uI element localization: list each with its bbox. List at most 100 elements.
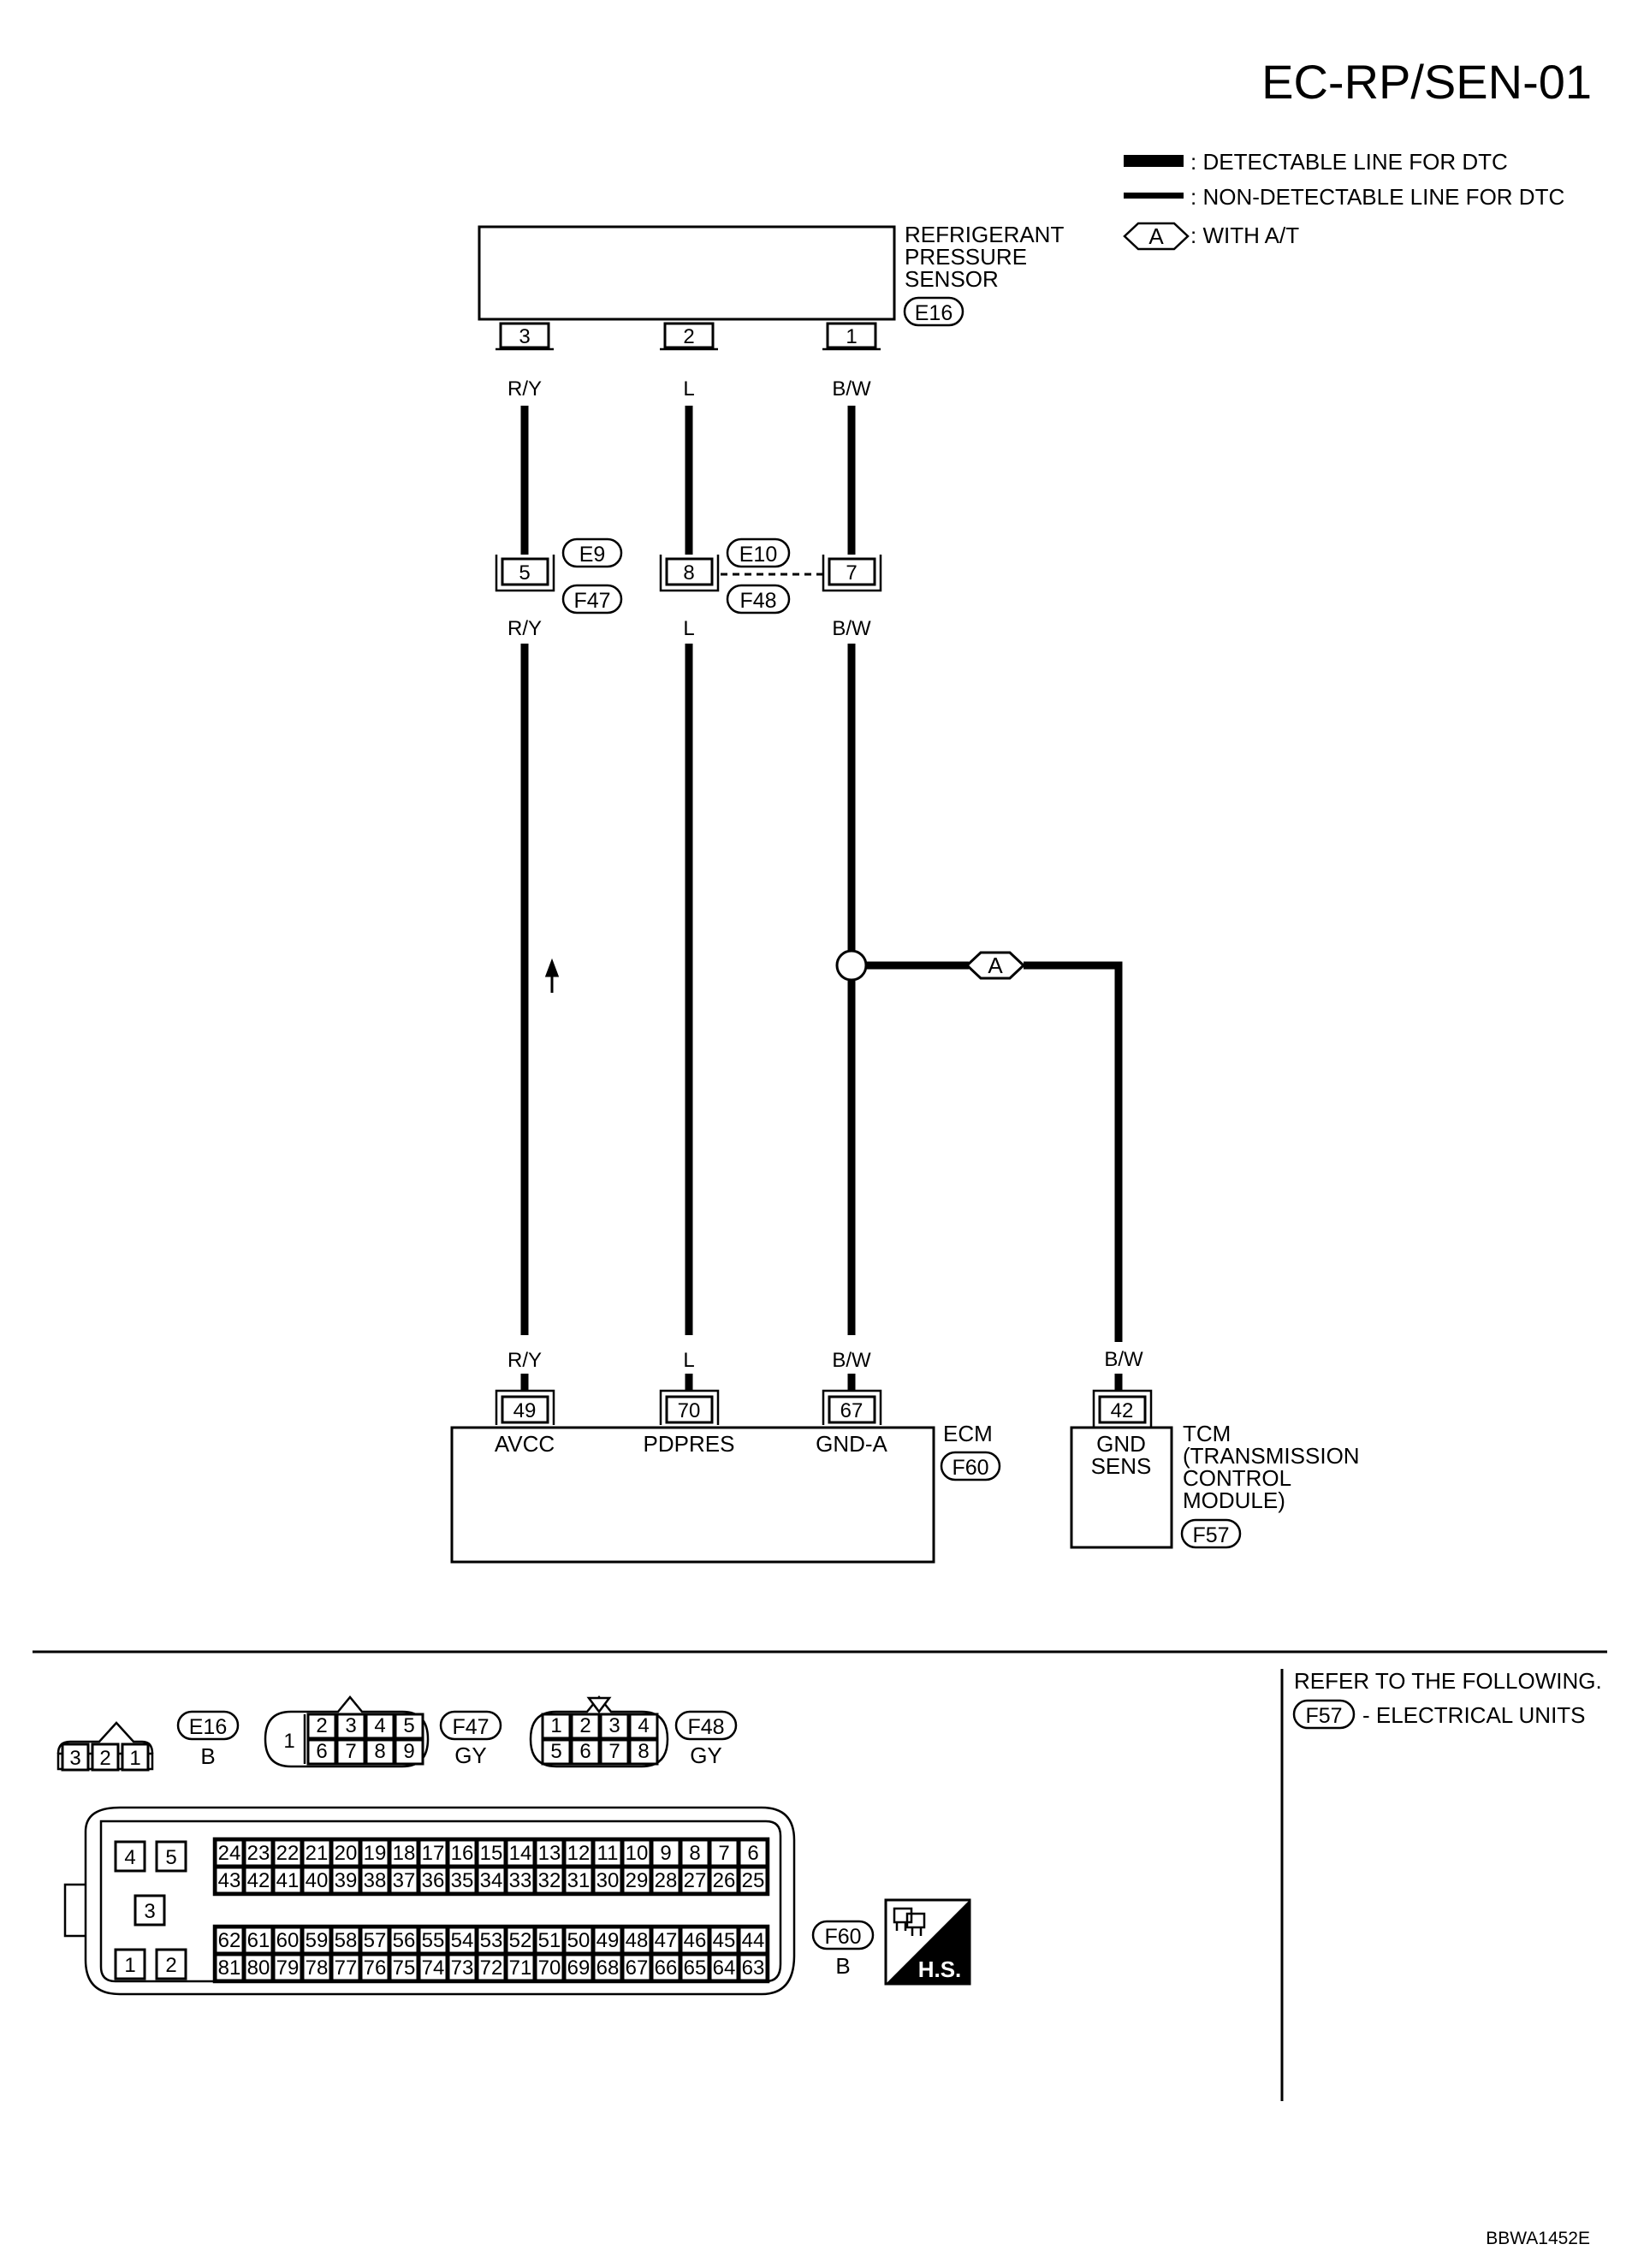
f60-pin-cell-box <box>389 1953 419 1982</box>
f47-pin-cell-box <box>365 1738 395 1766</box>
wire-color-ecm-2: L <box>683 1349 694 1372</box>
f60-pin-cell-box <box>680 1838 710 1867</box>
f60-pin-cell: 6 <box>747 1842 758 1865</box>
connector-tag-f48 <box>726 584 791 614</box>
svg-text:3: 3 <box>144 1900 155 1923</box>
f47-face-color: GY <box>454 1743 487 1768</box>
f60-pin-cell: 68 <box>596 1956 620 1980</box>
f48-pin-cell-box <box>541 1738 572 1766</box>
f60-pin-cell: 71 <box>509 1956 532 1980</box>
ecm-box: AVCC PDPRES GND-A <box>450 1426 935 1564</box>
f60-pin-cell-box <box>214 1866 245 1895</box>
svg-text:1: 1 <box>283 1730 294 1753</box>
f48-pin-cell-box <box>628 1738 659 1766</box>
f47-pin-cell: 6 <box>316 1740 327 1763</box>
svg-text:2: 2 <box>165 1954 176 1977</box>
svg-text:1: 1 <box>124 1954 135 1977</box>
f60-pin-cell-box <box>272 1926 303 1955</box>
f47-pin-cell: 5 <box>403 1714 414 1737</box>
f60-pin-cell: 21 <box>306 1842 329 1865</box>
f60-pin-cell-box <box>330 1866 361 1895</box>
f60-pin-cell: 61 <box>247 1929 270 1952</box>
svg-text:5: 5 <box>519 561 530 585</box>
f60-pin-cell: 58 <box>335 1929 358 1952</box>
f60-pin-cell: 81 <box>218 1956 241 1980</box>
f60-pin-cell: 9 <box>660 1842 671 1865</box>
f60-pin-cell: 54 <box>451 1929 474 1952</box>
f60-pin-cell: 49 <box>596 1929 620 1952</box>
f60-face-id: F60 <box>824 1925 861 1949</box>
f60-pin-cell-box <box>650 1926 681 1955</box>
f60-pin-cell: 48 <box>626 1929 649 1952</box>
f60-pin-cell: 11 <box>597 1842 619 1865</box>
f60-pin-cell: 17 <box>422 1842 445 1865</box>
splice-point <box>835 949 868 982</box>
connector-face-f60: 4 5 3 1 2 <box>63 1806 796 1996</box>
image-id: BBWA1452E <box>1486 2229 1590 2248</box>
f60-pin-cell-box <box>505 1866 536 1895</box>
svg-text:42: 42 <box>1111 1399 1134 1422</box>
f60-pin-cell-box <box>563 1926 594 1955</box>
f47-pin-cell-box <box>335 1738 366 1766</box>
f60-pin-cell-box <box>330 1926 361 1955</box>
f60-pin-cell-box <box>243 1926 274 1955</box>
f60-pin-cell: 52 <box>509 1929 532 1952</box>
f60-pin-cell: 24 <box>218 1842 241 1865</box>
f60-pin-cell-box <box>418 1953 448 1982</box>
f60-pin-cell-box <box>214 1926 245 1955</box>
f60-pin-cell-box <box>680 1926 710 1955</box>
f47-pin-cell-box <box>335 1713 366 1740</box>
non-detectable-line-swatch <box>1124 193 1184 199</box>
f60-pin-cell: 59 <box>306 1929 329 1952</box>
f60-pin-cell: 44 <box>742 1929 765 1952</box>
f60-pin-cell-box <box>447 1926 478 1955</box>
option-tag-letter: A <box>1148 223 1164 249</box>
f60-pin-cell-box <box>621 1866 652 1895</box>
tcm-name-2: (TRANSMISSION <box>1183 1443 1360 1469</box>
f60-pin-cell-box <box>738 1926 769 1955</box>
f60-pin-cell: 30 <box>596 1869 620 1892</box>
legend-option: : WITH A/T <box>1190 223 1299 248</box>
f60-pin-cell-box <box>476 1953 507 1982</box>
f60-pin-cell: 53 <box>480 1929 503 1952</box>
f60-pin-cell-box <box>650 1866 681 1895</box>
wire-color-ecm-3: B/W <box>832 1349 871 1372</box>
f60-pin-cell-box <box>738 1866 769 1895</box>
joint-pin-7: 7 <box>822 555 882 592</box>
f60-pin-cell-box <box>330 1838 361 1867</box>
f48-pin-cell: 2 <box>579 1714 591 1737</box>
connector-icon <box>893 1907 926 1936</box>
tcm-connector-id: F57 <box>1192 1523 1229 1547</box>
f60-pin-cell: 43 <box>218 1869 241 1892</box>
f60-pin-cell: 80 <box>247 1956 270 1980</box>
svg-text:67: 67 <box>840 1399 864 1422</box>
f60-pin-cell: 40 <box>306 1869 329 1892</box>
sensor-label-3: SENSOR <box>905 266 999 292</box>
sensor-pin-2: 2 <box>658 322 720 351</box>
f60-pin-cell-box <box>243 1866 274 1895</box>
f60-pin-cell: 37 <box>393 1869 416 1892</box>
tcm-name: TCM <box>1183 1421 1231 1446</box>
svg-text:4: 4 <box>124 1846 135 1869</box>
f60-pin-cell-box <box>214 1953 245 1982</box>
legend-non-detectable: : NON-DETECTABLE LINE FOR DTC <box>1190 184 1564 210</box>
sensor-label-2: PRESSURE <box>905 244 1027 270</box>
f47-pin-cell-box <box>394 1713 424 1740</box>
f60-pin-cell: 75 <box>393 1956 416 1980</box>
f60-pin-cell-box <box>272 1866 303 1895</box>
hs-label: H.S. <box>918 1956 962 1982</box>
f48-face-id: F48 <box>687 1715 724 1739</box>
f60-pin-cell: 74 <box>422 1956 445 1980</box>
f60-pin-cell-box <box>650 1953 681 1982</box>
f60-pin-cell-box <box>301 1866 332 1895</box>
joint-pin-5: 5 <box>495 555 555 592</box>
f60-pin-cell: 65 <box>684 1956 707 1980</box>
f48-pin-cell: 7 <box>608 1740 620 1763</box>
f60-pin-cell: 60 <box>276 1929 300 1952</box>
sensor-pin-1: 1 <box>821 322 882 351</box>
f47-pin-cell-box <box>306 1738 337 1766</box>
wire-color-sensor-3: B/W <box>832 377 871 401</box>
f60-pin-cell: 78 <box>306 1956 329 1980</box>
f60-pin-cell-box <box>592 1866 623 1895</box>
